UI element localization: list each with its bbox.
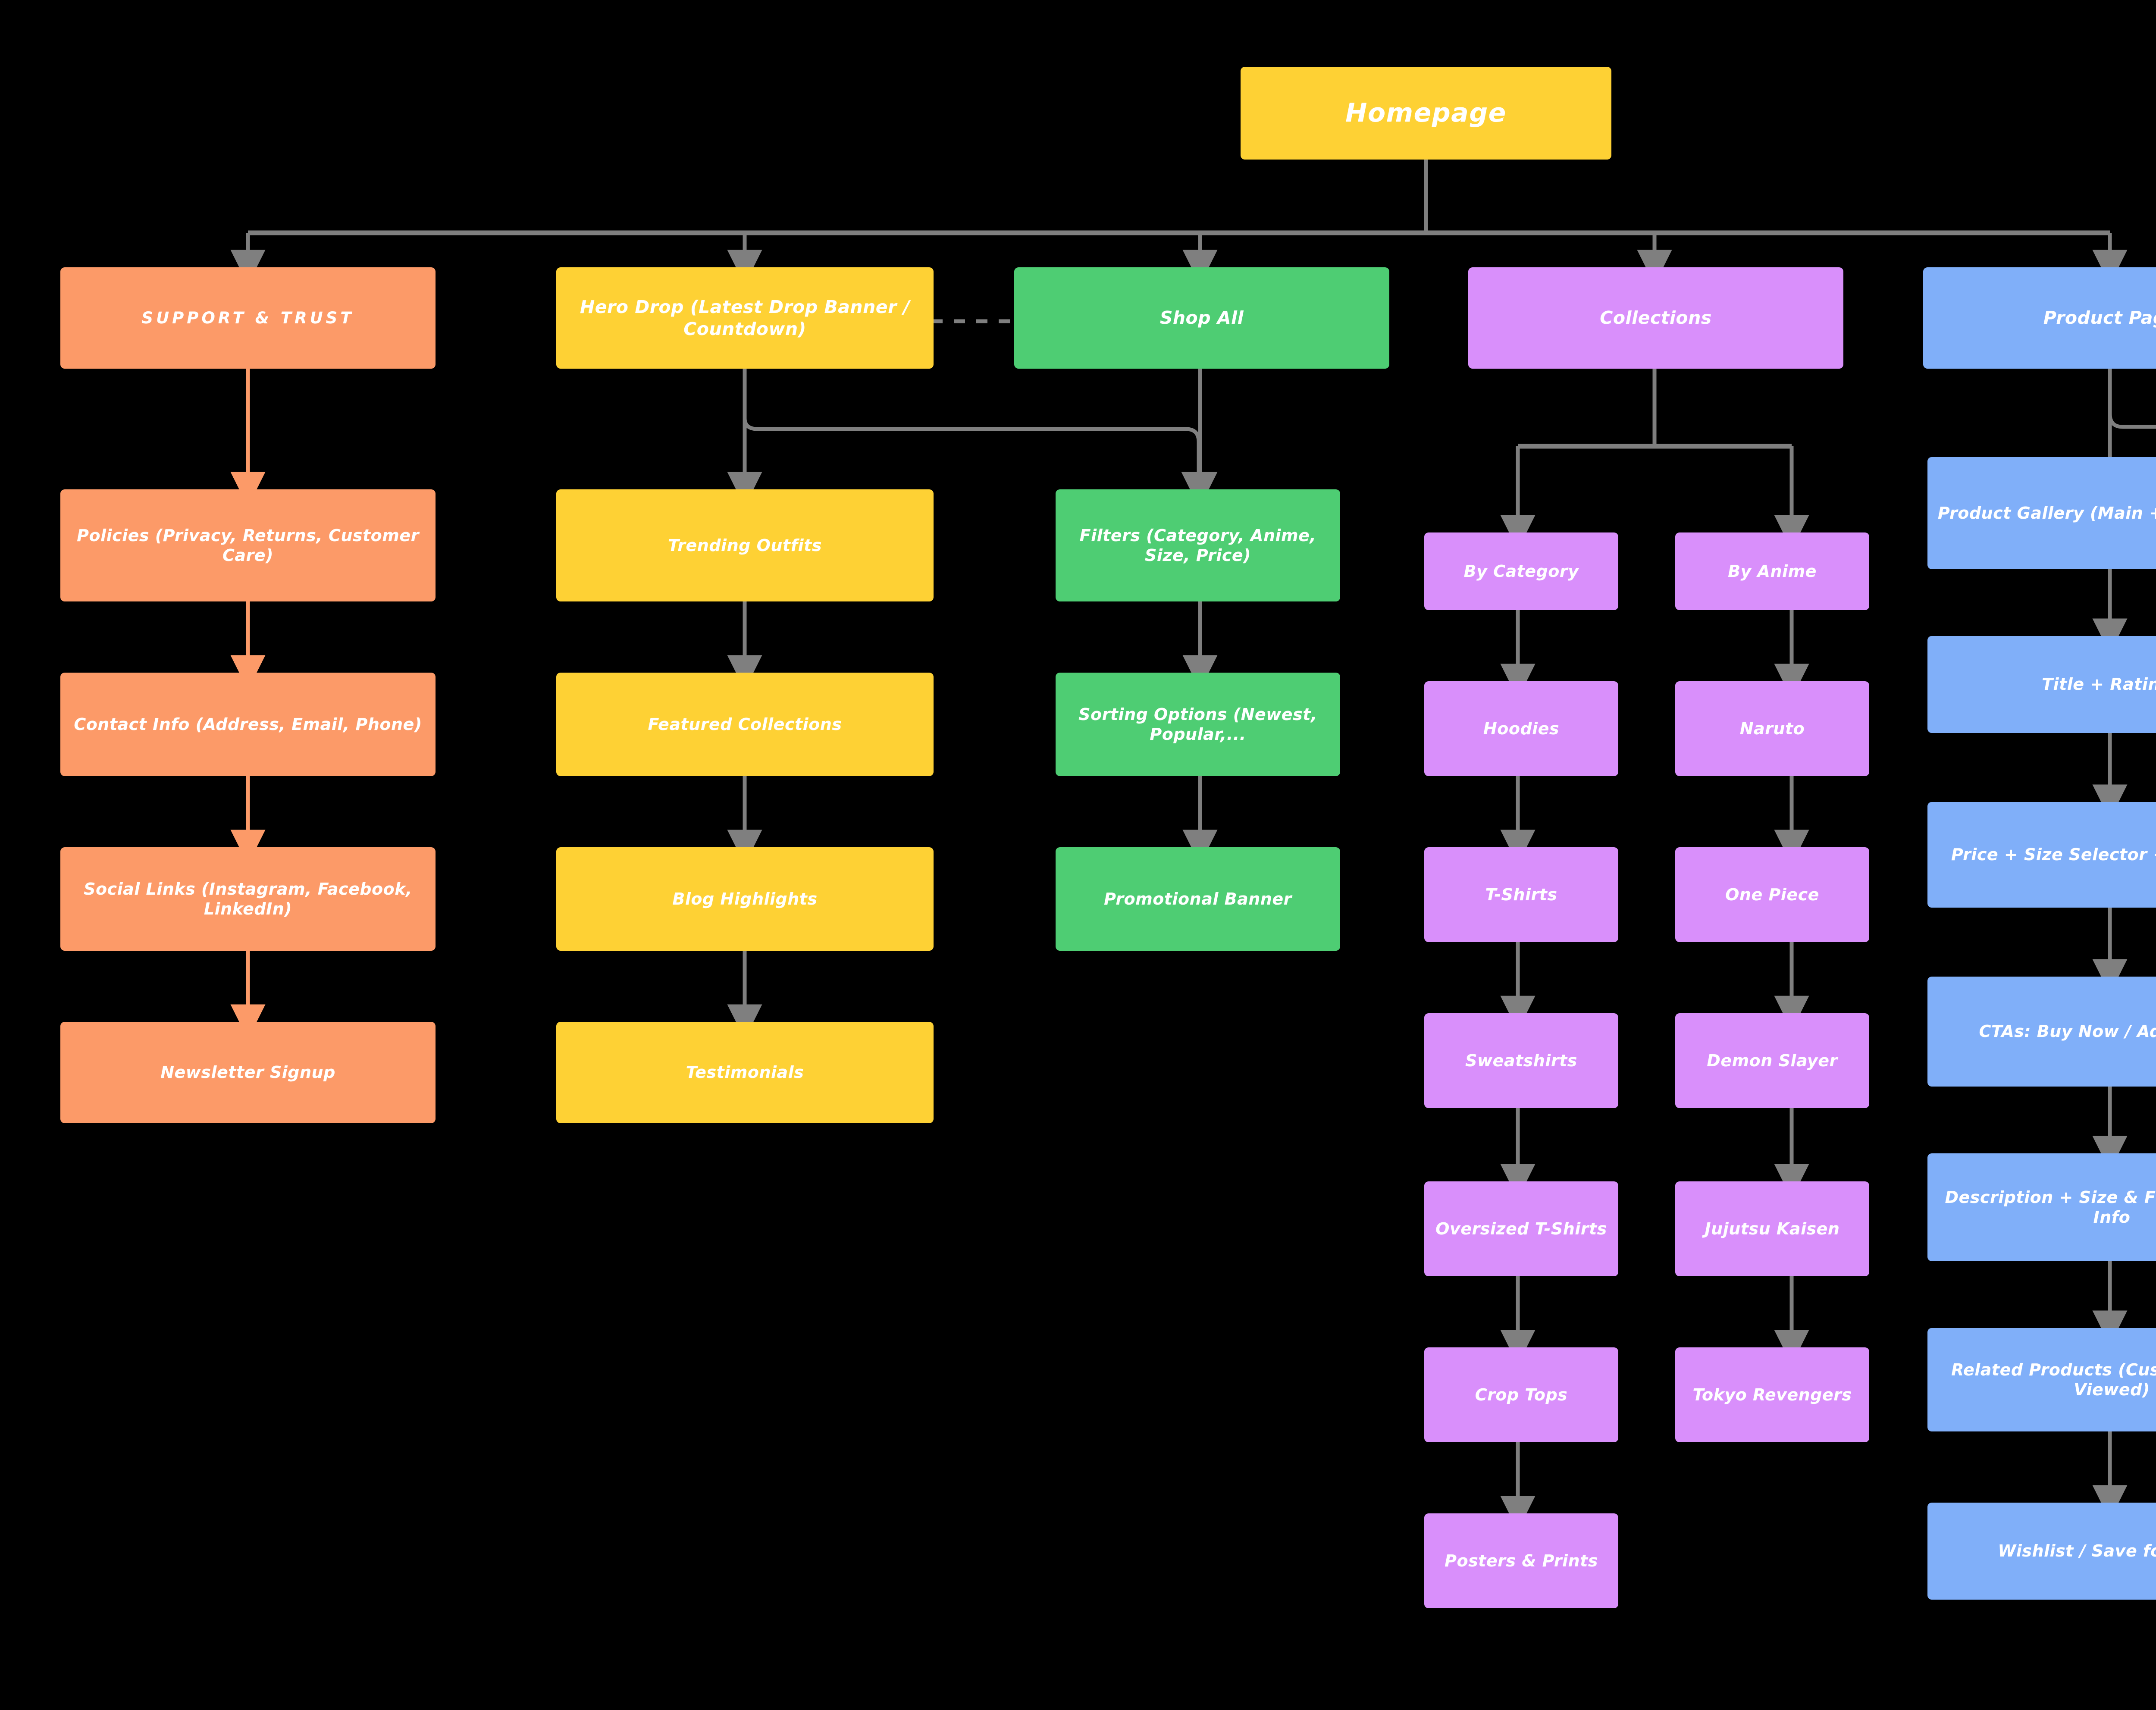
node-contact-info[interactable]: Contact Info (Address, Email, Phone): [60, 673, 436, 776]
node-tshirts[interactable]: T-Shirts: [1424, 847, 1618, 942]
node-naruto[interactable]: Naruto: [1675, 681, 1869, 776]
node-product-gallery[interactable]: Product Gallery (Main + Thumbnails): [1927, 457, 2156, 569]
node-support-trust[interactable]: SUPPORT & TRUST: [60, 267, 436, 369]
node-featured-collections[interactable]: Featured Collections: [556, 673, 934, 776]
node-description-fit[interactable]: Description + Size & Fit + Shipping Info: [1927, 1153, 2156, 1261]
node-crop-tops[interactable]: Crop Tops: [1424, 1347, 1618, 1442]
node-posters-prints[interactable]: Posters & Prints: [1424, 1513, 1618, 1608]
node-demon-slayer[interactable]: Demon Slayer: [1675, 1013, 1869, 1108]
node-homepage[interactable]: Homepage: [1241, 67, 1611, 160]
node-price-size-selector[interactable]: Price + Size Selector + Size Guide: [1927, 802, 2156, 908]
node-collections[interactable]: Collections: [1468, 267, 1843, 369]
node-ctas[interactable]: CTAs: Buy Now / Add to Cart: [1927, 977, 2156, 1087]
node-by-category[interactable]: By Category: [1424, 532, 1618, 610]
node-shop-all[interactable]: Shop All: [1014, 267, 1389, 369]
node-sweatshirts[interactable]: Sweatshirts: [1424, 1013, 1618, 1108]
node-blog-highlights[interactable]: Blog Highlights: [556, 847, 934, 951]
node-hero-drop[interactable]: Hero Drop (Latest Drop Banner / Countdow…: [556, 267, 934, 369]
node-by-anime[interactable]: By Anime: [1675, 532, 1869, 610]
node-one-piece[interactable]: One Piece: [1675, 847, 1869, 942]
node-promotional-banner[interactable]: Promotional Banner: [1056, 847, 1340, 951]
node-sorting-options[interactable]: Sorting Options (Newest, Popular,...: [1056, 673, 1340, 776]
node-tokyo-revengers[interactable]: Tokyo Revengers: [1675, 1347, 1869, 1442]
node-title-ratings[interactable]: Title + Ratings: [1927, 636, 2156, 733]
node-testimonials[interactable]: Testimonials: [556, 1022, 934, 1123]
node-social-links[interactable]: Social Links (Instagram, Facebook, Linke…: [60, 847, 436, 951]
node-hoodies[interactable]: Hoodies: [1424, 681, 1618, 776]
node-oversized-tshirts[interactable]: Oversized T-Shirts: [1424, 1181, 1618, 1276]
node-trending-outfits[interactable]: Trending Outfits: [556, 489, 934, 601]
node-product-page[interactable]: Product Page: [1923, 267, 2156, 369]
node-filters[interactable]: Filters (Category, Anime, Size, Price): [1056, 489, 1340, 601]
node-jujutsu-kaisen[interactable]: Jujutsu Kaisen: [1675, 1181, 1869, 1276]
edge-hero-filters: [743, 369, 1216, 507]
node-policies[interactable]: Policies (Privacy, Returns, Customer Car…: [60, 489, 436, 601]
node-related-products[interactable]: Related Products (Customers Also Viewed): [1927, 1328, 2156, 1431]
node-newsletter-signup[interactable]: Newsletter Signup: [60, 1022, 436, 1123]
node-wishlist[interactable]: Wishlist / Save for Later: [1927, 1503, 2156, 1600]
